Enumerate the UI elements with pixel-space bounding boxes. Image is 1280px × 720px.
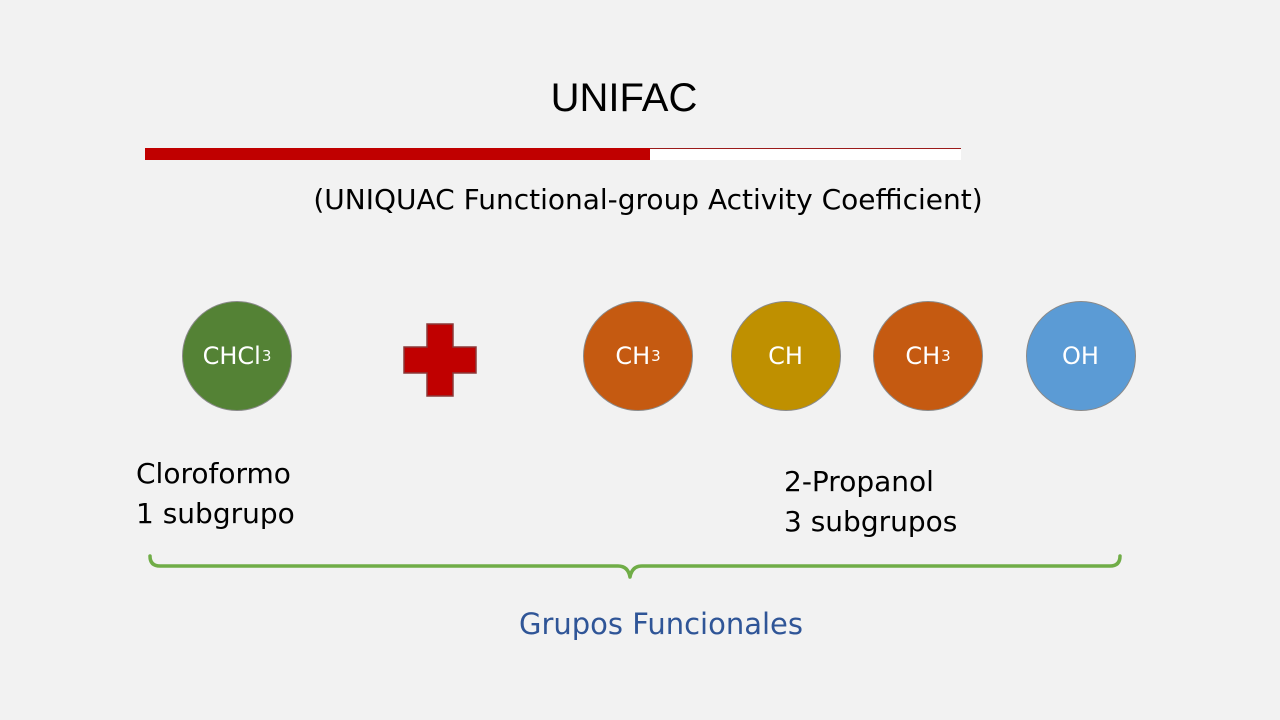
group-subscript: 3 [941,346,951,365]
group-label: CH [615,342,651,370]
compound-name: 2-Propanol [784,465,934,498]
subgroup-count: 3 subgrupos [784,505,958,538]
propanol-label: 2-Propanol 3 subgrupos [784,462,957,542]
group-label: CH [768,342,803,370]
plus-icon [403,323,477,397]
group-circle-ch: CH [731,301,841,411]
slide-subtitle: (UNIQUAC Functional-group Activity Coeff… [313,183,983,216]
title-underline-white [650,148,961,160]
brace-icon [148,554,1122,579]
subgroup-count: 1 subgrupo [136,497,295,530]
group-label: OH [1062,342,1099,370]
group-subscript: 3 [261,346,272,365]
chloroform-label: Cloroformo 1 subgrupo [136,454,295,534]
group-circle-oh: OH [1026,301,1136,411]
slide-title: UNIFAC [550,76,698,120]
title-underline-red [145,148,650,160]
functional-groups-caption: Grupos Funcionales [518,607,803,641]
group-subscript: 3 [651,346,661,365]
group-label: CHCl [202,342,261,370]
compound-name: Cloroformo [136,457,291,490]
group-label: CH [905,342,941,370]
